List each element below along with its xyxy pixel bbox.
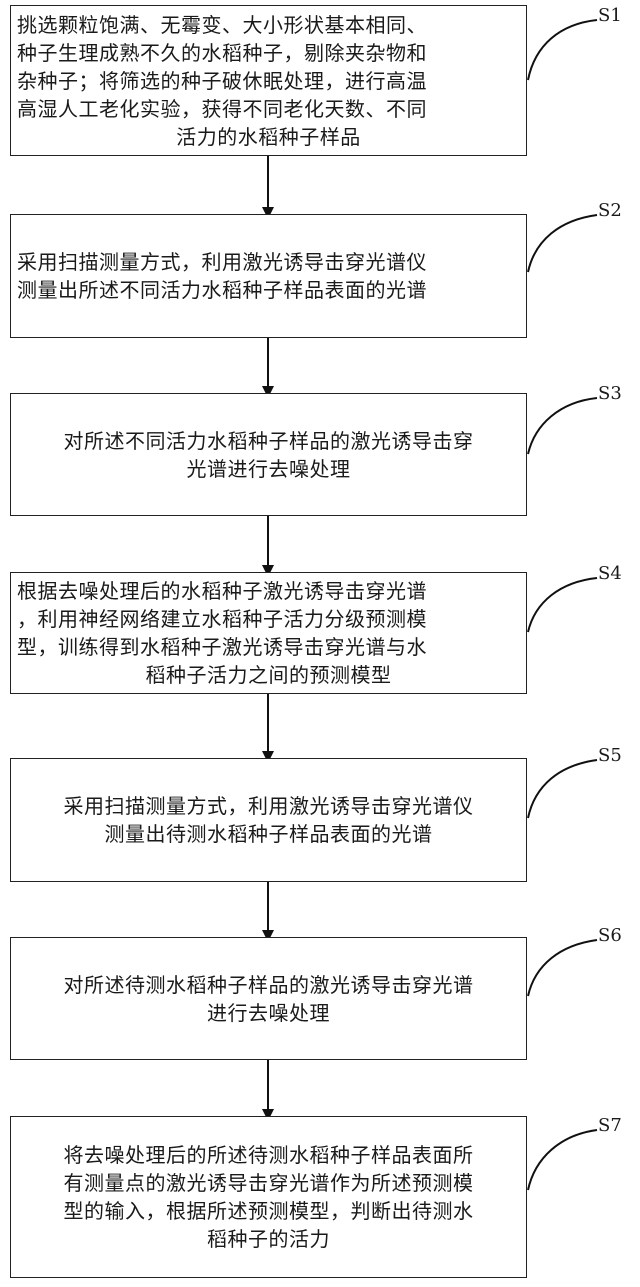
step-text-s1: 挑选颗粒饱满、无霉变、大小形状基本相同、 种子生理成熟不久的水稻种子，剔除夹杂物… (11, 11, 526, 151)
step-text-s7: 将去噪处理后的所述待测水稻种子样品表面所 有测量点的激光诱导击穿光谱作为所述预测… (11, 1141, 526, 1253)
step-box-s5: 采用扫描测量方式，利用激光诱导击穿光谱仪 测量出待测水稻种子样品表面的光谱 (10, 758, 527, 882)
step-line: 种子生理成熟不久的水稻种子，剔除夹杂物和 (17, 39, 520, 67)
leader-s4 (528, 578, 597, 632)
step-box-s3: 对所述不同活力水稻种子样品的激光诱导击穿 光谱进行去噪处理 (10, 393, 527, 516)
step-label-s3: S3 (598, 383, 622, 404)
step-line: 高湿人工老化实验，获得不同老化天数、不同 (17, 95, 520, 123)
step-text-s6: 对所述待测水稻种子样品的激光诱导击穿光谱 进行去噪处理 (11, 971, 526, 1027)
step-label-s5: S5 (598, 745, 622, 766)
step-label-s2: S2 (598, 200, 622, 221)
step-line: 有测量点的激光诱导击穿光谱作为所述预测模 (17, 1169, 520, 1197)
step-line: 型，训练得到水稻种子激光诱导击穿光谱与水 (17, 633, 520, 661)
step-line: 光谱进行去噪处理 (17, 455, 520, 483)
step-line: 根据去噪处理后的水稻种子激光诱导击穿光谱 (17, 577, 520, 605)
step-label-s6: S6 (598, 925, 622, 946)
step-line: 测量出待测水稻种子样品表面的光谱 (17, 820, 520, 848)
step-text-s3: 对所述不同活力水稻种子样品的激光诱导击穿 光谱进行去噪处理 (11, 427, 526, 483)
leader-s5 (528, 760, 597, 818)
step-line: 测量出所述不同活力水稻种子样品表面的光谱 (17, 276, 520, 304)
step-line: ，利用神经网络建立水稻种子活力分级预测模 (17, 605, 520, 633)
leader-s6 (528, 940, 597, 996)
step-line: 对所述不同活力水稻种子样品的激光诱导击穿 (17, 427, 520, 455)
step-box-s4: 根据去噪处理后的水稻种子激光诱导击穿光谱 ，利用神经网络建立水稻种子活力分级预测… (10, 572, 527, 694)
step-line: 将去噪处理后的所述待测水稻种子样品表面所 (17, 1141, 520, 1169)
leader-s7 (528, 1130, 597, 1190)
step-box-s1: 挑选颗粒饱满、无霉变、大小形状基本相同、 种子生理成熟不久的水稻种子，剔除夹杂物… (10, 5, 527, 156)
step-line: 采用扫描测量方式，利用激光诱导击穿光谱仪 (17, 248, 520, 276)
step-line: 进行去噪处理 (17, 999, 520, 1027)
step-box-s6: 对所述待测水稻种子样品的激光诱导击穿光谱 进行去噪处理 (10, 937, 527, 1060)
step-box-s2: 采用扫描测量方式，利用激光诱导击穿光谱仪 测量出所述不同活力水稻种子样品表面的光… (10, 214, 527, 338)
step-text-s2: 采用扫描测量方式，利用激光诱导击穿光谱仪 测量出所述不同活力水稻种子样品表面的光… (11, 248, 526, 304)
leader-s2 (528, 215, 597, 272)
leader-s1 (528, 20, 597, 80)
leader-s3 (528, 398, 597, 454)
step-text-s5: 采用扫描测量方式，利用激光诱导击穿光谱仪 测量出待测水稻种子样品表面的光谱 (11, 792, 526, 848)
step-line: 杂种子；将筛选的种子破休眠处理，进行高温 (17, 67, 520, 95)
step-line: 稻种子活力之间的预测模型 (17, 661, 520, 689)
step-label-s1: S1 (598, 5, 622, 26)
step-line: 型的输入，根据所述预测模型，判断出待测水 (17, 1197, 520, 1225)
step-line: 对所述待测水稻种子样品的激光诱导击穿光谱 (17, 971, 520, 999)
step-line: 稻种子的活力 (17, 1225, 520, 1253)
step-text-s4: 根据去噪处理后的水稻种子激光诱导击穿光谱 ，利用神经网络建立水稻种子活力分级预测… (11, 577, 526, 689)
step-box-s7: 将去噪处理后的所述待测水稻种子样品表面所 有测量点的激光诱导击穿光谱作为所述预测… (10, 1116, 527, 1278)
step-line: 活力的水稻种子样品 (17, 123, 520, 151)
step-line: 采用扫描测量方式，利用激光诱导击穿光谱仪 (17, 792, 520, 820)
step-line: 挑选颗粒饱满、无霉变、大小形状基本相同、 (17, 11, 520, 39)
step-label-s4: S4 (598, 563, 622, 584)
step-label-s7: S7 (598, 1115, 622, 1136)
